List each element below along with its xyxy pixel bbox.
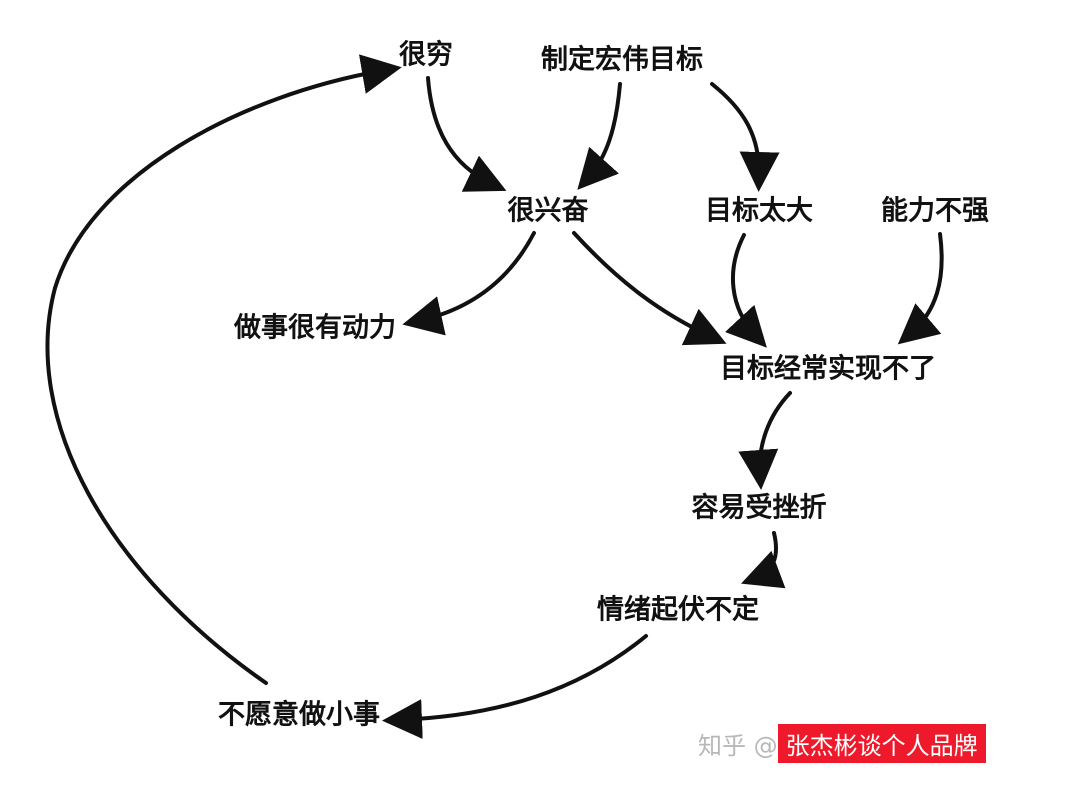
edge-mubiaotaida-to-mubiaoshixian [725,233,767,348]
node-qingxu-qifu-buding: 情绪起伏不定 [597,594,759,626]
edge-buyuanyi-to-henqiong [45,54,402,685]
node-zhiding-hongwei-mubiao: 制定宏伟目标 [541,44,703,76]
node-hen-qiong: 很穷 [399,39,453,71]
edge-henxingfen-to-zuoshidongli [402,231,536,336]
watermark: 知乎 @ 张杰彬谈个人品牌 [698,722,986,764]
edge-zhiding-to-henxingfen [577,82,622,190]
node-rongyi-shou-cuozhe: 容易受挫折 [691,492,827,524]
edge-zhiding-to-mubiaotaida [710,82,780,192]
edge-henqiong-to-henxingfen [426,76,507,192]
node-bu-yuanyi-zuo-xiaoshi: 不愿意做小事 [218,699,380,731]
watermark-prefix: 知乎 @ [698,731,778,760]
node-mubiao-jingchang-shixian-buliao: 目标经常实现不了 [720,353,936,385]
node-nengli-bu-qiang: 能力不强 [881,195,989,227]
edge-nengli-to-mubiaoshixian [897,232,944,345]
node-hen-xingfen: 很兴奋 [507,195,589,227]
node-mubiao-tai-da: 目标太大 [705,195,813,227]
watermark-handle: 张杰彬谈个人品牌 [777,723,986,763]
node-zuoshi-hen-you-dongli: 做事很有动力 [234,312,396,344]
edge-henxingfen-to-mubiaoshixian [572,231,727,346]
edge-mubiaoshixian-to-rongyicuozhe [738,391,792,490]
edge-rongyicuozhe-to-qingxuqifu [741,531,786,589]
edge-qingxuqifu-to-buyuanyi [382,634,648,740]
